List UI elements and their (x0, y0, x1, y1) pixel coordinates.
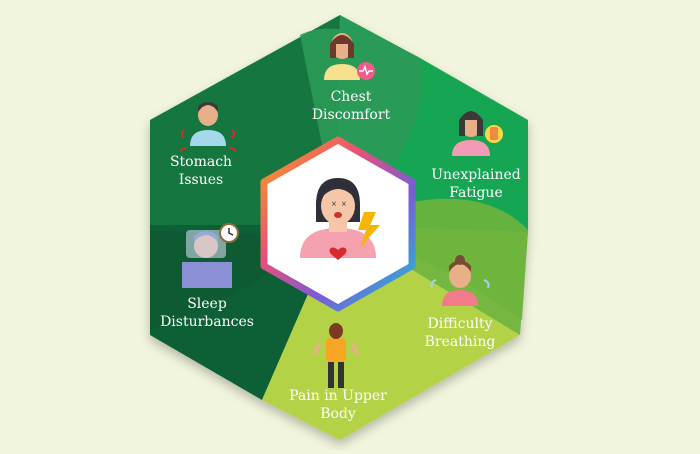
woman-heart-monitor-icon (324, 33, 375, 80)
label-chest-line1: Chest (331, 89, 372, 105)
back-pain-icon (312, 323, 360, 388)
label-sleep-line2: Disturbances (160, 314, 254, 330)
labels: Chest Discomfort Unexplained Fatigue Dif… (160, 89, 521, 422)
label-fatigue-line2: Fatigue (449, 185, 502, 201)
woman-fatigue-pill-icon (452, 111, 503, 156)
label-breathing-line1: Difficulty (428, 316, 493, 332)
sleep-clock-icon (182, 223, 239, 288)
woman-chest-pain-icon: × × (300, 178, 380, 260)
label-pain-line1: Pain in Upper (289, 388, 387, 404)
label-chest-line2: Discomfort (312, 107, 391, 123)
label-stomach-line1: Stomach (170, 154, 232, 170)
label-fatigue-line1: Unexplained (431, 167, 521, 183)
label-stomach-line2: Issues (179, 172, 223, 188)
svg-text:×: × (341, 200, 347, 208)
label-breathing-line2: Breathing (425, 334, 496, 350)
label-sleep-line1: Sleep (187, 296, 227, 312)
stomach-ache-icon (180, 102, 236, 153)
label-pain-line2: Body (320, 406, 356, 422)
woman-breathing-difficulty-icon (430, 255, 490, 306)
svg-text:×: × (331, 200, 337, 208)
